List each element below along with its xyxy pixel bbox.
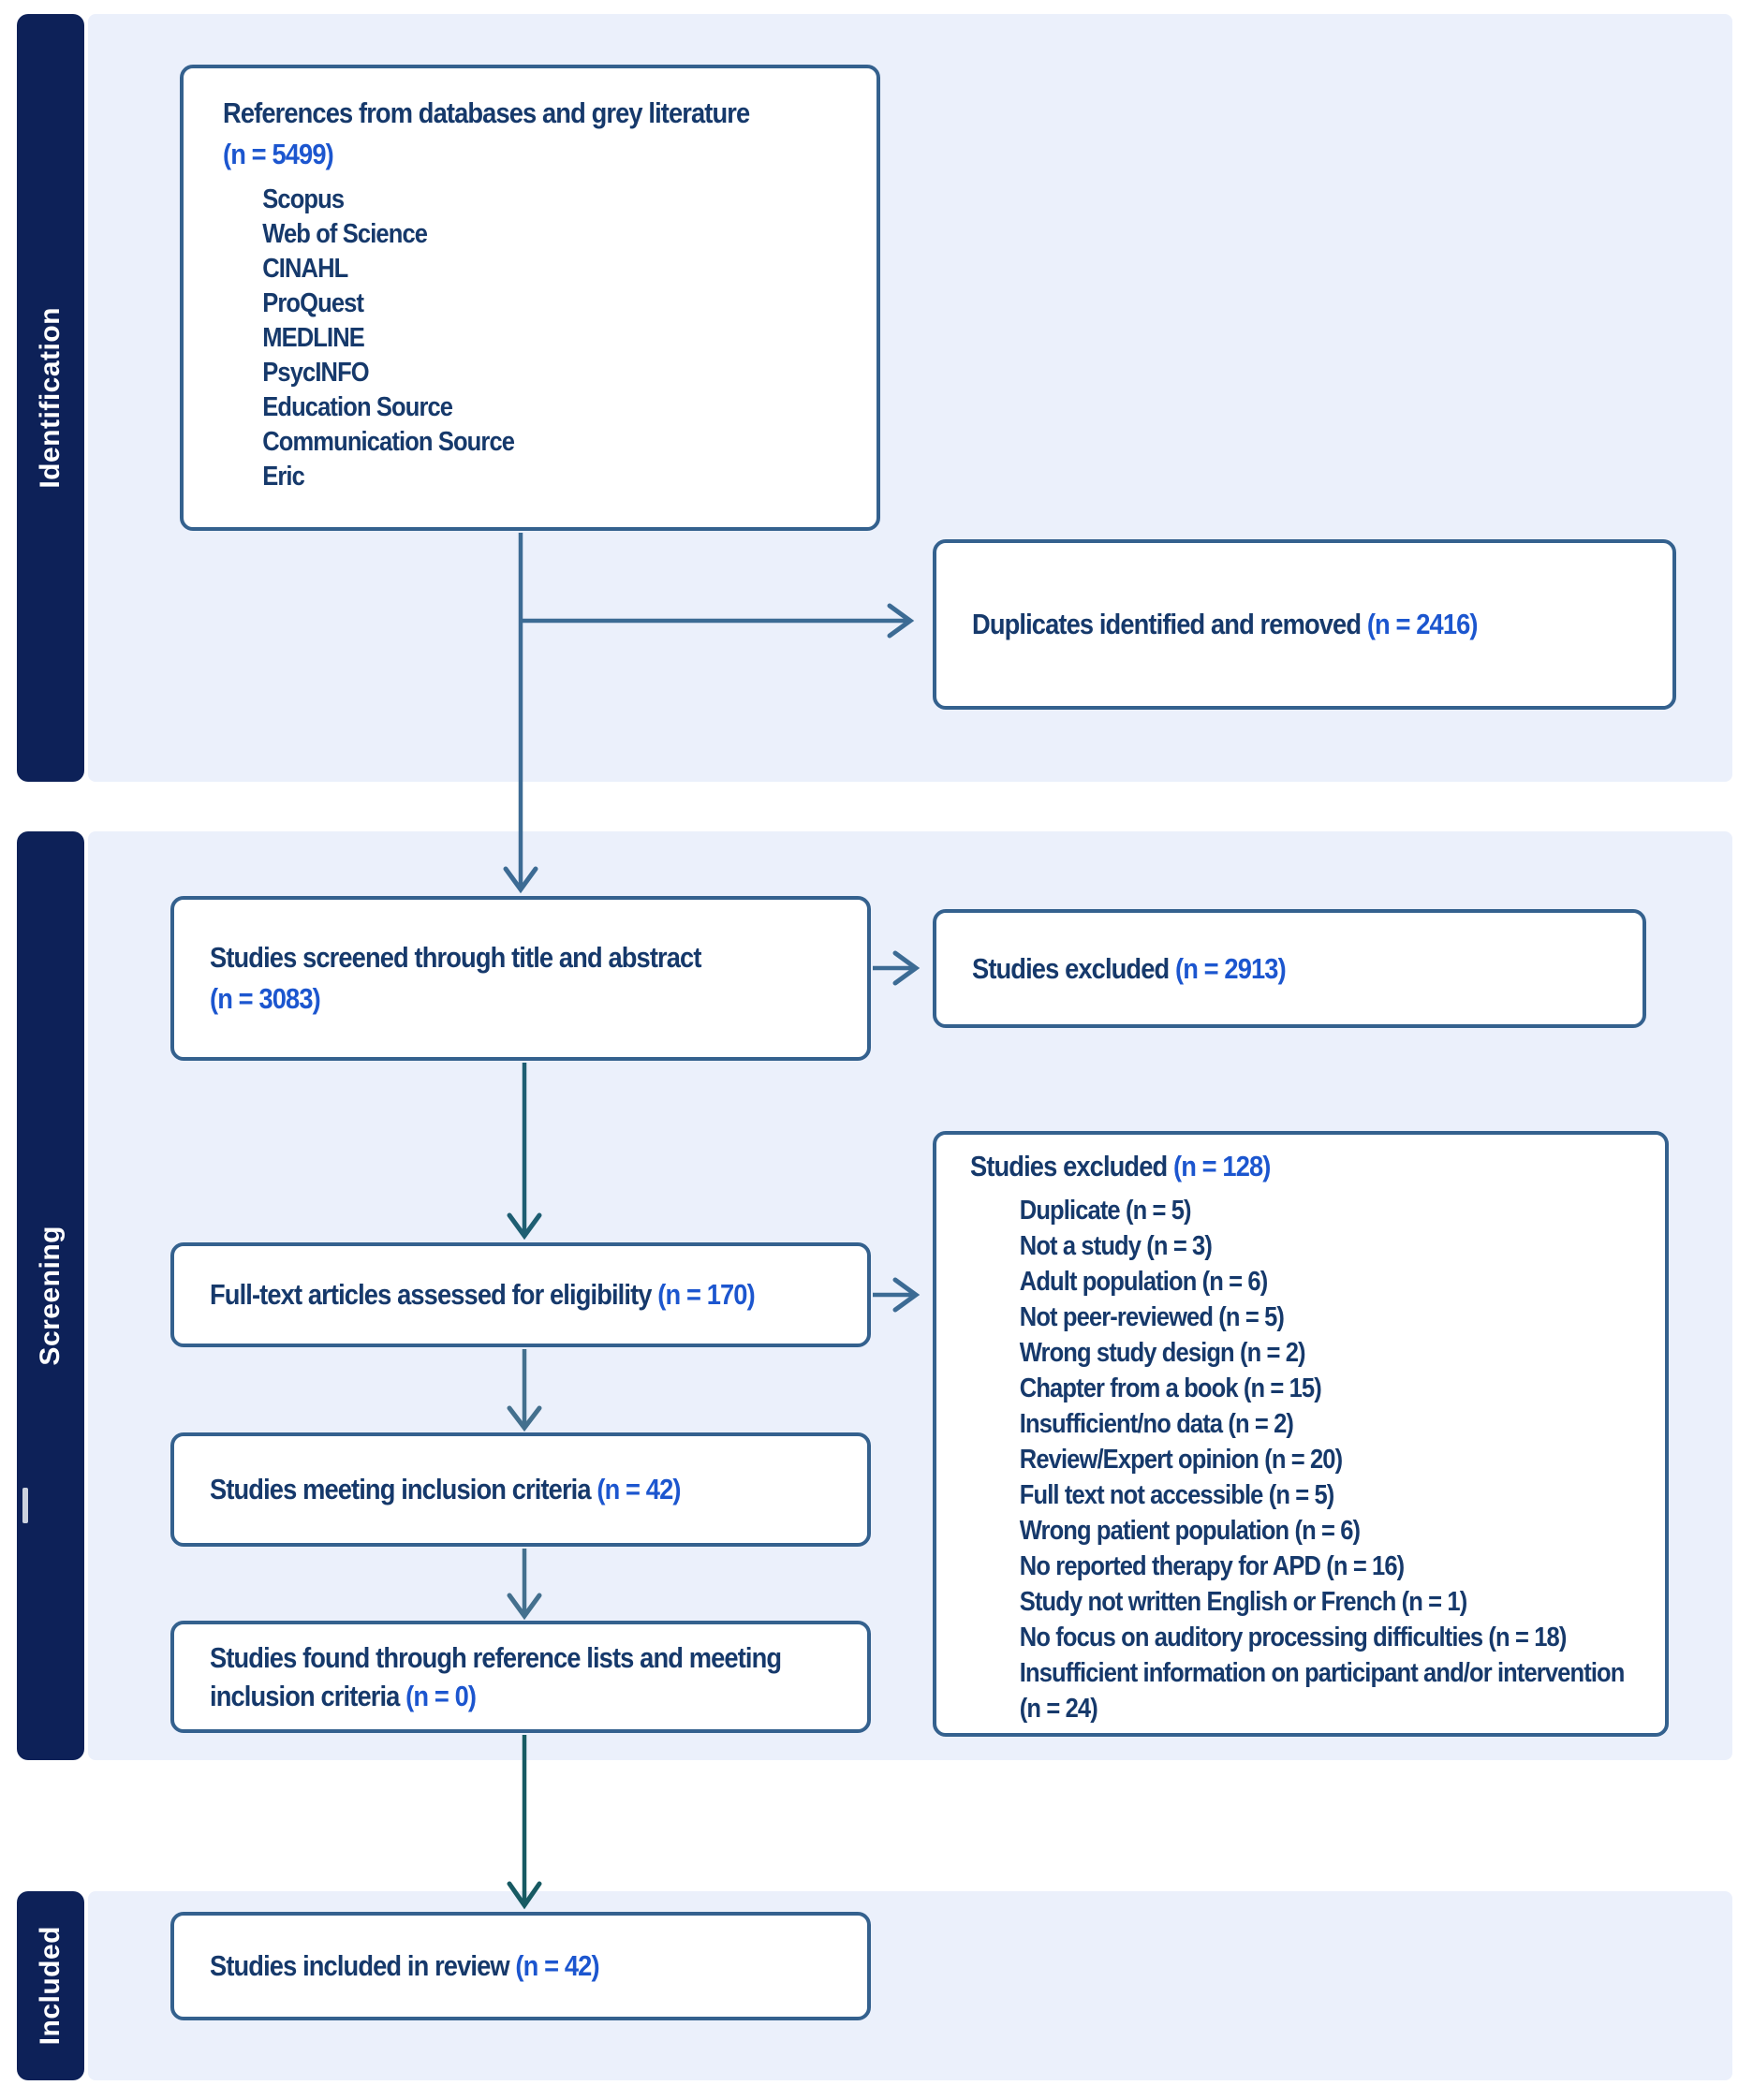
list-item: Adult population (n = 6) xyxy=(1019,1267,1268,1297)
list-item: ProQuest xyxy=(262,288,364,318)
excluded-title-abstract-label: Studies excluded (n = 2913) xyxy=(972,951,1287,985)
included-stage-label: Included xyxy=(35,1926,66,2046)
list-item: Chapter from a book (n = 15) xyxy=(1019,1373,1322,1403)
box-included-in-review: Studies included in review (n = 42) xyxy=(170,1912,871,2020)
list-item: No focus on auditory processing difficul… xyxy=(1019,1623,1568,1652)
list-item: No reported therapy for APD (n = 16) xyxy=(1019,1551,1405,1581)
list-item: Review/Expert opinion (n = 20) xyxy=(1019,1445,1343,1475)
list-item: Study not written English or French (n =… xyxy=(1019,1587,1467,1617)
included-count: (n = 42) xyxy=(515,1949,599,1982)
box-reference-lists: Studies found through reference lists an… xyxy=(170,1621,871,1733)
included-label: Studies included in review (n = 42) xyxy=(210,1949,600,1982)
list-item: Eric xyxy=(262,462,305,492)
list-item: Wrong study design (n = 2) xyxy=(1019,1338,1306,1368)
list-item: CINAHL xyxy=(262,254,348,284)
excluded-title-abstract-count: (n = 2913) xyxy=(1174,951,1287,985)
list-item: Duplicate (n = 5) xyxy=(1019,1196,1192,1226)
list-item: Insufficient/no data (n = 2) xyxy=(1019,1409,1294,1439)
excluded-fulltext-label: Studies excluded (n = 128) xyxy=(970,1150,1271,1182)
screening-stage-label: Screening xyxy=(35,1226,66,1366)
list-item: Wrong patient population (n = 6) xyxy=(1019,1516,1361,1546)
list-item: Scopus xyxy=(262,184,345,214)
fulltext-label: Full-text articles assessed for eligibil… xyxy=(210,1278,756,1311)
excluded-fulltext-count: (n = 128) xyxy=(1172,1150,1271,1182)
box-references-sources: References from databases and grey liter… xyxy=(180,65,880,531)
cursor-tick-artifact xyxy=(22,1488,28,1523)
duplicates-count: (n = 2416) xyxy=(1366,608,1479,640)
arrow-to-included-in-review xyxy=(507,1735,542,1910)
list-item: Not peer-reviewed (n = 5) xyxy=(1019,1302,1285,1332)
reference-lists-label: Studies found through reference lists an… xyxy=(210,1641,782,1712)
box-excluded-title-abstract: Studies excluded (n = 2913) xyxy=(933,909,1646,1028)
references-label: References from databases and grey liter… xyxy=(223,93,789,175)
list-item: Web of Science xyxy=(262,219,428,249)
duplicates-label: Duplicates identified and removed (n = 2… xyxy=(972,608,1479,640)
box-excluded-fulltext-reasons: Studies excluded (n = 128) Duplicate (n … xyxy=(933,1131,1669,1737)
list-item: Insufficient information on participant … xyxy=(1019,1658,1626,1724)
list-item: MEDLINE xyxy=(262,323,365,353)
list-item: Not a study (n = 3) xyxy=(1019,1231,1213,1261)
box-duplicates-removed: Duplicates identified and removed (n = 2… xyxy=(933,539,1676,710)
exclusion-reason-list: Duplicate (n = 5) Not a study (n = 3) Adul… xyxy=(970,1193,1629,1726)
screened-count: (n = 3083) xyxy=(210,982,321,1015)
reference-lists-count: (n = 0) xyxy=(405,1680,477,1712)
list-item: Full text not accessible (n = 5) xyxy=(1019,1480,1334,1510)
list-item: Communication Source xyxy=(262,427,515,457)
box-meeting-inclusion: Studies meeting inclusion criteria (n = … xyxy=(170,1432,871,1547)
screening-stage-bar: Screening xyxy=(17,831,84,1760)
list-item: PsycINFO xyxy=(262,358,369,388)
identification-stage-bar: Identification xyxy=(17,14,84,782)
box-fulltext-assessed: Full-text articles assessed for eligibil… xyxy=(170,1242,871,1347)
fulltext-count: (n = 170) xyxy=(657,1278,755,1311)
references-count: (n = 5499) xyxy=(223,138,334,170)
inclusion-label: Studies meeting inclusion criteria (n = … xyxy=(210,1473,681,1505)
box-title-abstract-screened: Studies screened through title and abstr… xyxy=(170,896,871,1061)
inclusion-count: (n = 42) xyxy=(597,1473,681,1505)
included-stage-bar: Included xyxy=(17,1891,84,2080)
list-item: Education Source xyxy=(262,392,453,422)
identification-stage-label: Identification xyxy=(35,307,66,489)
screened-label: Studies screened through title and abstr… xyxy=(210,937,788,1020)
